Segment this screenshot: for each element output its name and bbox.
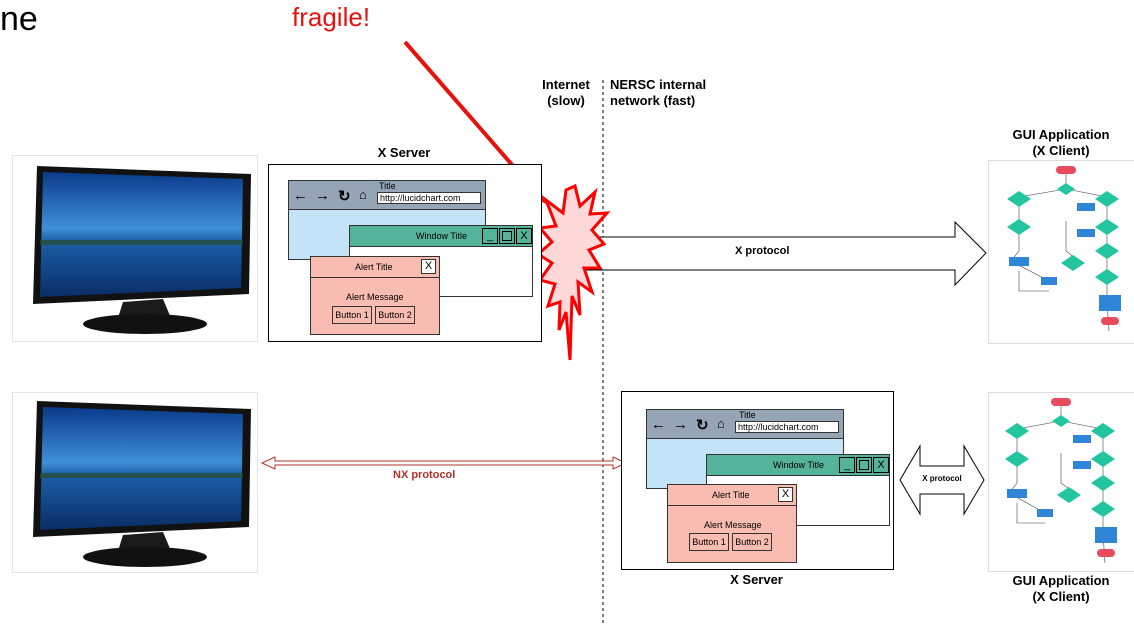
browser-window: ← → ↻ ⌂ Title http://lucidchart.com [288,180,486,260]
browser-toolbar: ← → ↻ ⌂ Title http://lucidchart.com [289,181,485,210]
gui-application-bottom [988,392,1134,572]
x-protocol-label-top: X protocol [735,245,790,257]
monitor-icon [33,401,251,567]
gui-label-bottom: GUI Application (X Client) [1012,573,1110,604]
maximize-button[interactable] [856,457,872,473]
alert-button-2[interactable]: Button 2 [375,306,415,324]
internet-label: Internet (slow) [542,77,590,108]
alert-title: Alert Title [712,490,750,500]
window-titlebar: Window Title _ X [350,226,532,247]
xserver-label-bottom: X Server [730,572,783,587]
alert-dialog: Alert Title X Alert Message Button 1 But… [667,484,797,563]
maximize-button[interactable] [499,228,515,244]
alert-title: Alert Title [355,262,393,272]
window-title: Window Title [773,460,825,470]
alert-button-1[interactable]: Button 1 [332,306,372,324]
url-field[interactable]: http://lucidchart.com [377,192,481,204]
alert-message: Alert Message [346,292,404,302]
flowchart-icon [1007,166,1121,332]
alert-button-2[interactable]: Button 2 [732,533,772,551]
alert-close-button[interactable]: X [421,259,436,274]
monitor-top [12,155,258,342]
close-button[interactable]: X [516,228,532,244]
gui-label-top: GUI Application (X Client) [1012,127,1110,158]
xserver-box-bottom: ← → ↻ ⌂ Title http://lucidchart.com Wind… [621,391,894,570]
url-field[interactable]: http://lucidchart.com [735,421,839,433]
home-icon[interactable]: ⌂ [359,187,367,202]
explosion-icon [535,183,611,361]
slide-title-fragment: ne [0,0,38,38]
x-protocol-label-bottom: X protocol [922,474,962,483]
browser-window: ← → ↻ ⌂ Title http://lucidchart.com [646,409,844,489]
minimize-button[interactable]: _ [839,457,855,473]
gui-application-top [988,160,1134,344]
browser-title: Title [739,410,756,420]
browser-title: Title [379,181,396,191]
fragile-label: fragile! [292,2,371,32]
nersc-label: NERSC internal network (fast) [610,77,707,108]
flowchart-icon [1005,398,1117,564]
alert-titlebar: Alert Title X [311,257,439,278]
monitor-bottom [12,392,258,573]
alert-button-1[interactable]: Button 1 [689,533,729,551]
xserver-label-top: X Server [377,145,431,160]
close-button[interactable]: X [873,457,889,473]
nx-protocol-arrow [260,456,628,470]
reload-icon[interactable]: ↻ [338,188,351,205]
nx-protocol-label: NX protocol [393,469,456,481]
home-icon[interactable]: ⌂ [717,416,725,431]
alert-dialog: Alert Title X Alert Message Button 1 But… [310,256,440,335]
alert-message: Alert Message [704,520,762,530]
window-titlebar: Window Title _ X [707,455,889,476]
arrow-left-icon[interactable]: ← [651,416,666,433]
x-protocol-arrow-bottom [899,444,985,516]
alert-close-button[interactable]: X [778,487,793,502]
xserver-box-top: ← → ↻ ⌂ Title http://lucidchart.com Wind… [268,164,542,342]
window-title: Window Title [416,231,468,241]
arrow-right-icon[interactable]: → [673,416,688,433]
monitor-icon [33,166,251,334]
arrow-right-icon[interactable]: → [315,187,330,204]
arrow-left-icon[interactable]: ← [293,187,308,204]
reload-icon[interactable]: ↻ [696,417,709,434]
browser-toolbar: ← → ↻ ⌂ Title http://lucidchart.com [647,410,843,439]
minimize-button[interactable]: _ [482,228,498,244]
alert-titlebar: Alert Title X [668,485,796,506]
